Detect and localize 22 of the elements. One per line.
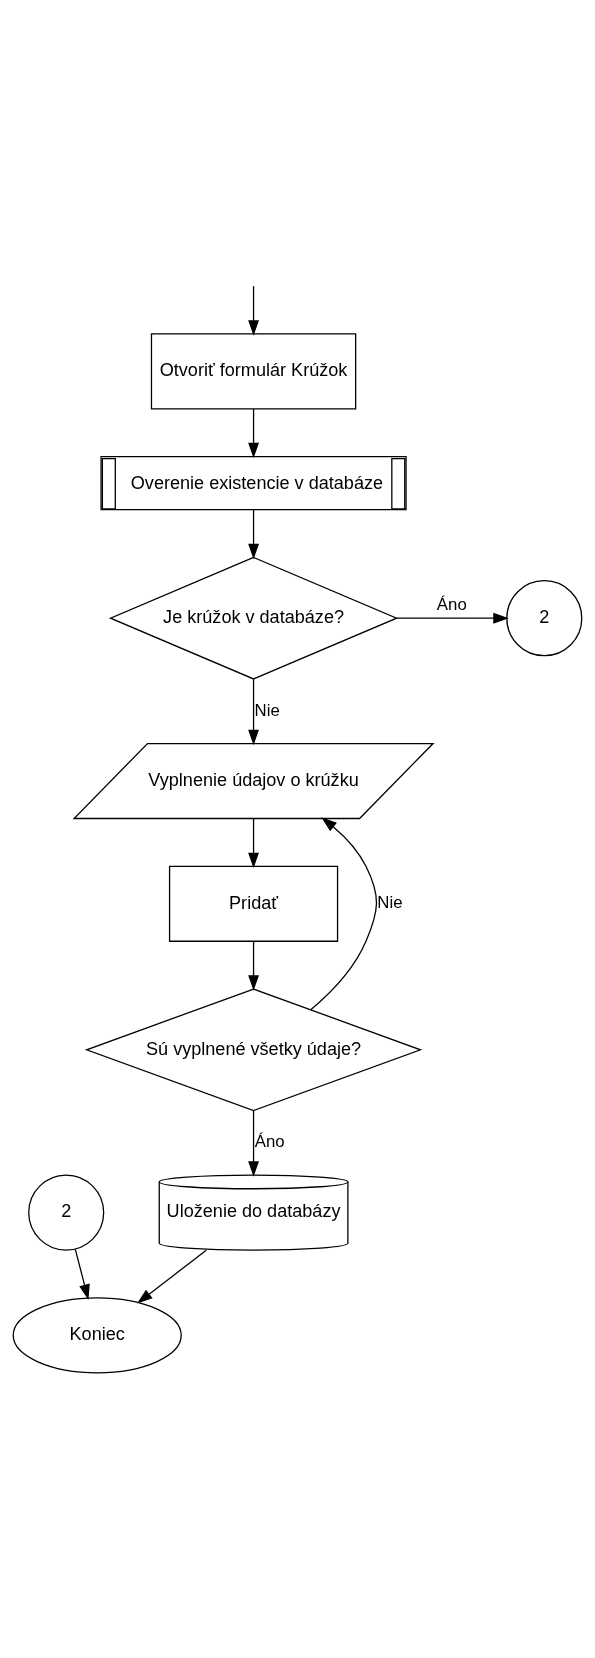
- arrow: [310, 817, 378, 1011]
- node-box: Otvoriť formulár Krúžok: [150, 333, 357, 410]
- arrow: [248, 285, 259, 336]
- arrow: [248, 818, 259, 869]
- arrow: [248, 509, 259, 560]
- node-diamond: Je krúžok v databáze?: [108, 556, 399, 680]
- node-box: Pridať: [168, 865, 339, 942]
- arrow: [248, 678, 259, 746]
- arrow: [74, 1248, 90, 1300]
- edge-label: Áno: [436, 594, 467, 614]
- arrow: [248, 1110, 259, 1177]
- arrow: [248, 940, 259, 991]
- arrow: [248, 408, 259, 459]
- edge-label: Nie: [254, 700, 280, 720]
- node-circle: 2: [28, 1174, 105, 1251]
- node-ellipse: Koniec: [12, 1297, 182, 1374]
- arrow: [396, 612, 509, 624]
- edge-label: Áno: [254, 1132, 285, 1152]
- arrow: [137, 1249, 207, 1304]
- edge-label: Nie: [377, 893, 403, 913]
- node-circle: 2: [506, 580, 583, 657]
- node-diamond: Sú vyplnené všetky údaje?: [84, 988, 423, 1112]
